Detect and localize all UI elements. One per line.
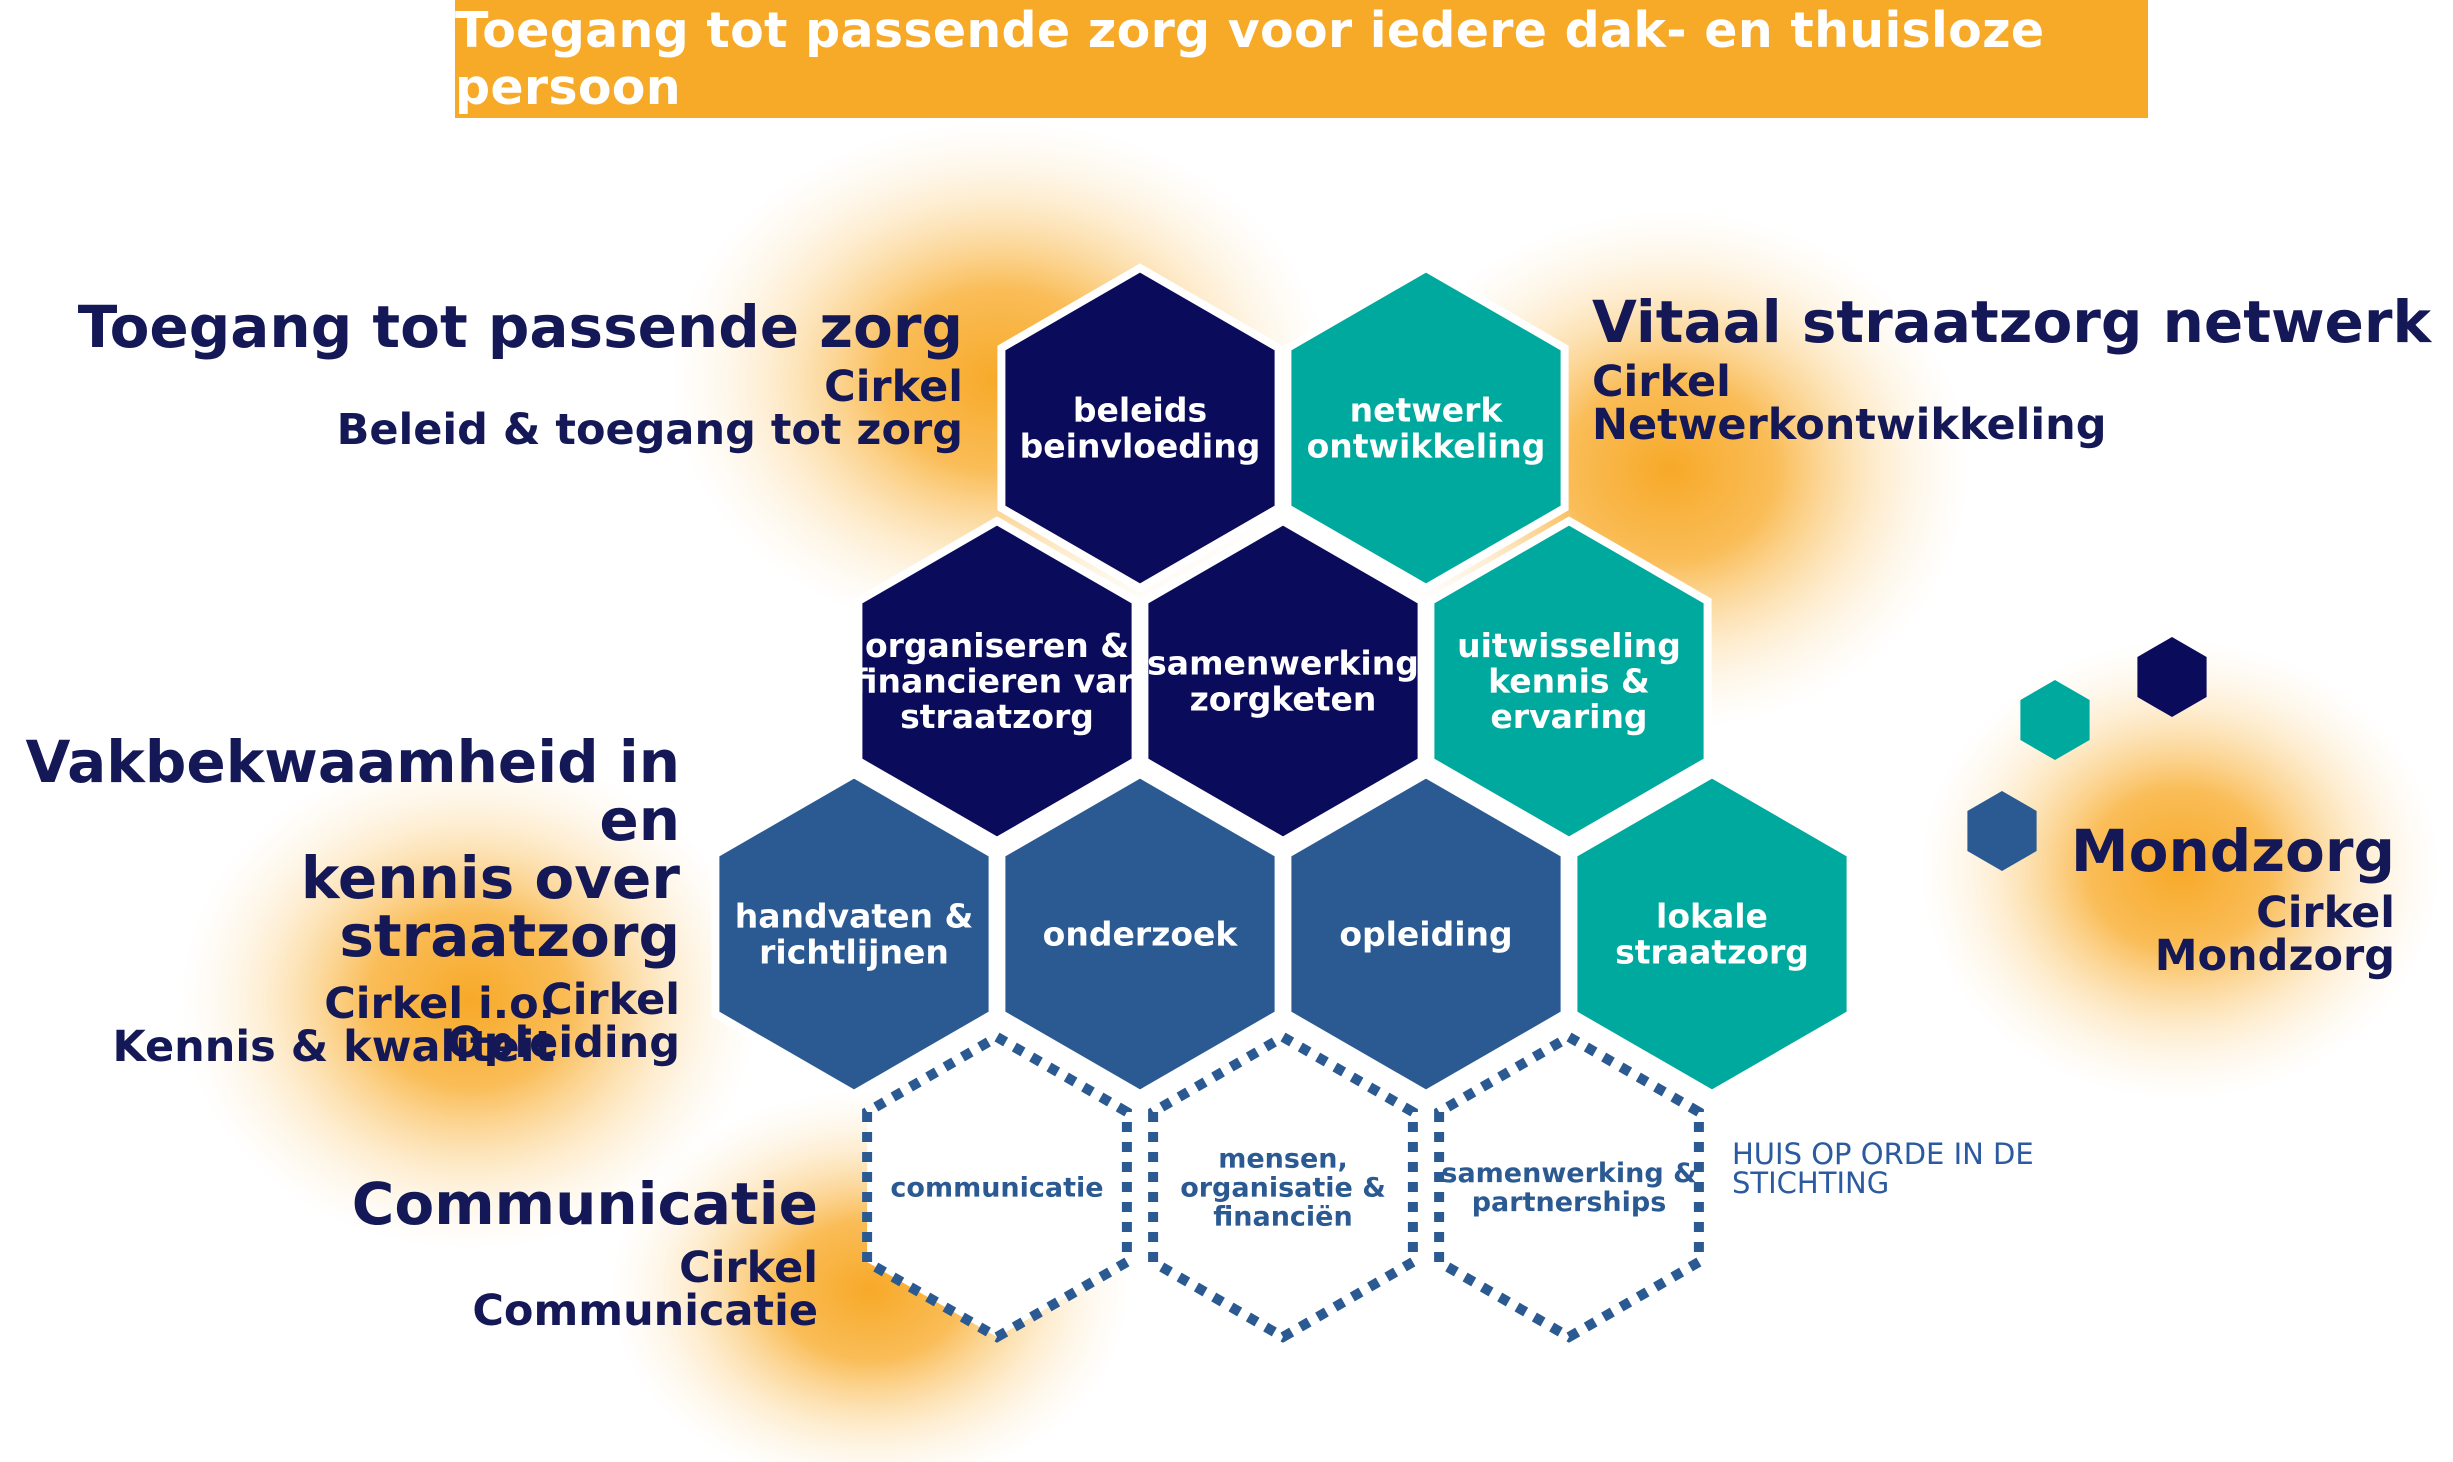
hexagon-mensen: mensen,organisatie &financiën <box>1148 1031 1418 1343</box>
label-vak-line1: Cirkel <box>541 975 680 1025</box>
hexagon-shape-netwerkontwikkeling <box>1283 263 1569 593</box>
hexagon-label-mensen-3: financiën <box>1213 1202 1352 1233</box>
label-vitaal-line2: Netwerkontwikkeling <box>1592 400 2107 450</box>
hexagon-label-samenwerking-zorgketen-2: zorgketen <box>1190 679 1377 718</box>
label-comm-heading: Communicatie <box>351 1170 818 1238</box>
small-teal-hexagon <box>2020 680 2090 760</box>
label-mondzorg-heading: Mondzorg <box>2070 817 2395 885</box>
hexagon-label-lokale-straatzorg-2: straatzorg <box>1615 932 1809 971</box>
label-mondzorg-line2: Mondzorg <box>2154 931 2395 981</box>
hexagon-shape-onderzoek <box>997 769 1283 1099</box>
hexagon-label-handvaten-1: handvaten & <box>735 897 974 936</box>
hexagon-shape-organiseren <box>854 516 1140 846</box>
label-kennis-line2: Kennis & kwaliteit <box>112 1022 555 1072</box>
hexagon-communicatie: communicatie <box>862 1031 1132 1343</box>
hexagon-label-organiseren-3: straatzorg <box>900 697 1094 736</box>
hexagon-label-organiseren-2: financieren van <box>853 662 1141 701</box>
label-communicatie: Communicatie Cirkel Communicatie <box>352 1175 818 1333</box>
label-kennis: Cirkel i.o. Kennis & kwaliteit <box>112 983 555 1069</box>
label-huis-op-orde: HUIS OP ORDE IN DE STICHTING <box>1732 1140 2034 1198</box>
hexagon-label-onderzoek-1: onderzoek <box>1043 915 1239 954</box>
label-kennis-line1: Cirkel i.o. <box>324 979 555 1029</box>
label-vitaal-line1: Cirkel <box>1592 357 1731 407</box>
hexagon-handvaten: handvaten &richtlijnen <box>711 769 997 1099</box>
hexagon-label-mensen-2: organisatie & <box>1180 1173 1386 1204</box>
hexagon-layer: beleidsbeinvloedingnetwerkontwikkelingor… <box>711 263 1855 1343</box>
hexagon-shape-uitwisseling <box>1426 516 1712 846</box>
hexagon-shape-handvaten <box>711 769 997 1099</box>
hexagon-label-netwerkontwikkeling-1: netwerk <box>1350 391 1504 430</box>
hexagon-label-opleiding-1: opleiding <box>1339 915 1512 954</box>
hexagon-label-organiseren-1: organiseren & <box>865 626 1129 665</box>
label-huis-line1: HUIS OP ORDE IN DE <box>1732 1137 2034 1171</box>
hexagon-samenwerking-partnerships: samenwerking &partnerships <box>1434 1031 1704 1343</box>
hexagon-shape-lokale-straatzorg <box>1569 769 1855 1099</box>
hexagon-shape-beleidsbeinvloeding <box>997 263 1283 593</box>
label-vak-heading2: kennis over straatzorg <box>300 844 680 970</box>
label-vitaal: Vitaal straatzorg netwerk Cirkel Netwerk… <box>1592 293 2431 447</box>
label-toegang-line2: Beleid & toegang tot zorg <box>336 405 963 455</box>
glow-middle-left <box>180 750 760 1250</box>
banner-title: Toegang tot passende zorg voor iedere da… <box>455 0 2148 118</box>
label-vak-heading1: Vakbekwaamheid in en <box>25 728 680 854</box>
hexagon-shape-samenwerking-partnerships <box>1434 1031 1704 1343</box>
hexagon-shape-opleiding <box>1283 769 1569 1099</box>
hexagon-label-uitwisseling-3: ervaring <box>1490 697 1647 736</box>
hexagon-label-netwerkontwikkeling-2: ontwikkeling <box>1307 426 1546 465</box>
label-comm-line2: Communicatie <box>472 1286 818 1336</box>
hexagon-onderzoek: onderzoek <box>997 769 1283 1099</box>
label-toegang-line1: Cirkel <box>824 362 963 412</box>
hexagon-label-communicatie-1: communicatie <box>890 1173 1103 1204</box>
label-vitaal-heading: Vitaal straatzorg netwerk <box>1592 288 2432 356</box>
hexagon-label-uitwisseling-1: uitwisseling <box>1457 626 1681 665</box>
hexagon-label-uitwisseling-2: kennis & <box>1488 662 1650 701</box>
hexagon-label-lokale-straatzorg-1: lokale <box>1656 897 1768 936</box>
hexagon-label-samenwerking-partnerships-2: partnerships <box>1472 1187 1667 1218</box>
small-hexagon-layer <box>1967 637 2207 871</box>
hexagon-shape-communicatie <box>862 1031 1132 1343</box>
hexagon-label-samenwerking-zorgketen-1: samenwerking <box>1147 644 1419 683</box>
hexagon-opleiding: opleiding <box>1283 769 1569 1099</box>
hexagon-label-beleidsbeinvloeding-1: beleids <box>1073 391 1207 430</box>
hexagon-label-beleidsbeinvloeding-2: beinvloeding <box>1020 426 1261 465</box>
hexagon-label-samenwerking-partnerships-1: samenwerking & <box>1441 1158 1696 1189</box>
label-huis-line2: STICHTING <box>1732 1166 1890 1200</box>
hexagon-shape-mensen <box>1148 1031 1418 1343</box>
label-vakbekwaamheid: Vakbekwaamheid in en kennis over straatz… <box>0 733 680 1065</box>
small-blue-hexagon <box>1967 791 2037 871</box>
label-mondzorg-line1: Cirkel <box>2256 888 2395 938</box>
hexagon-label-handvaten-2: richtlijnen <box>759 932 949 971</box>
label-mondzorg: Mondzorg Cirkel Mondzorg <box>2071 822 2395 978</box>
label-vak-line2: Opleiding <box>447 1018 680 1068</box>
hexagon-shape-samenwerking-zorgketen <box>1140 516 1426 846</box>
label-comm-line1: Cirkel <box>679 1243 818 1293</box>
small-navy-hexagon <box>2137 637 2207 717</box>
hexagon-label-mensen-1: mensen, <box>1218 1143 1348 1174</box>
label-toegang-heading: Toegang tot passende zorg <box>77 293 963 361</box>
label-toegang: Toegang tot passende zorg Cirkel Beleid … <box>78 298 963 452</box>
